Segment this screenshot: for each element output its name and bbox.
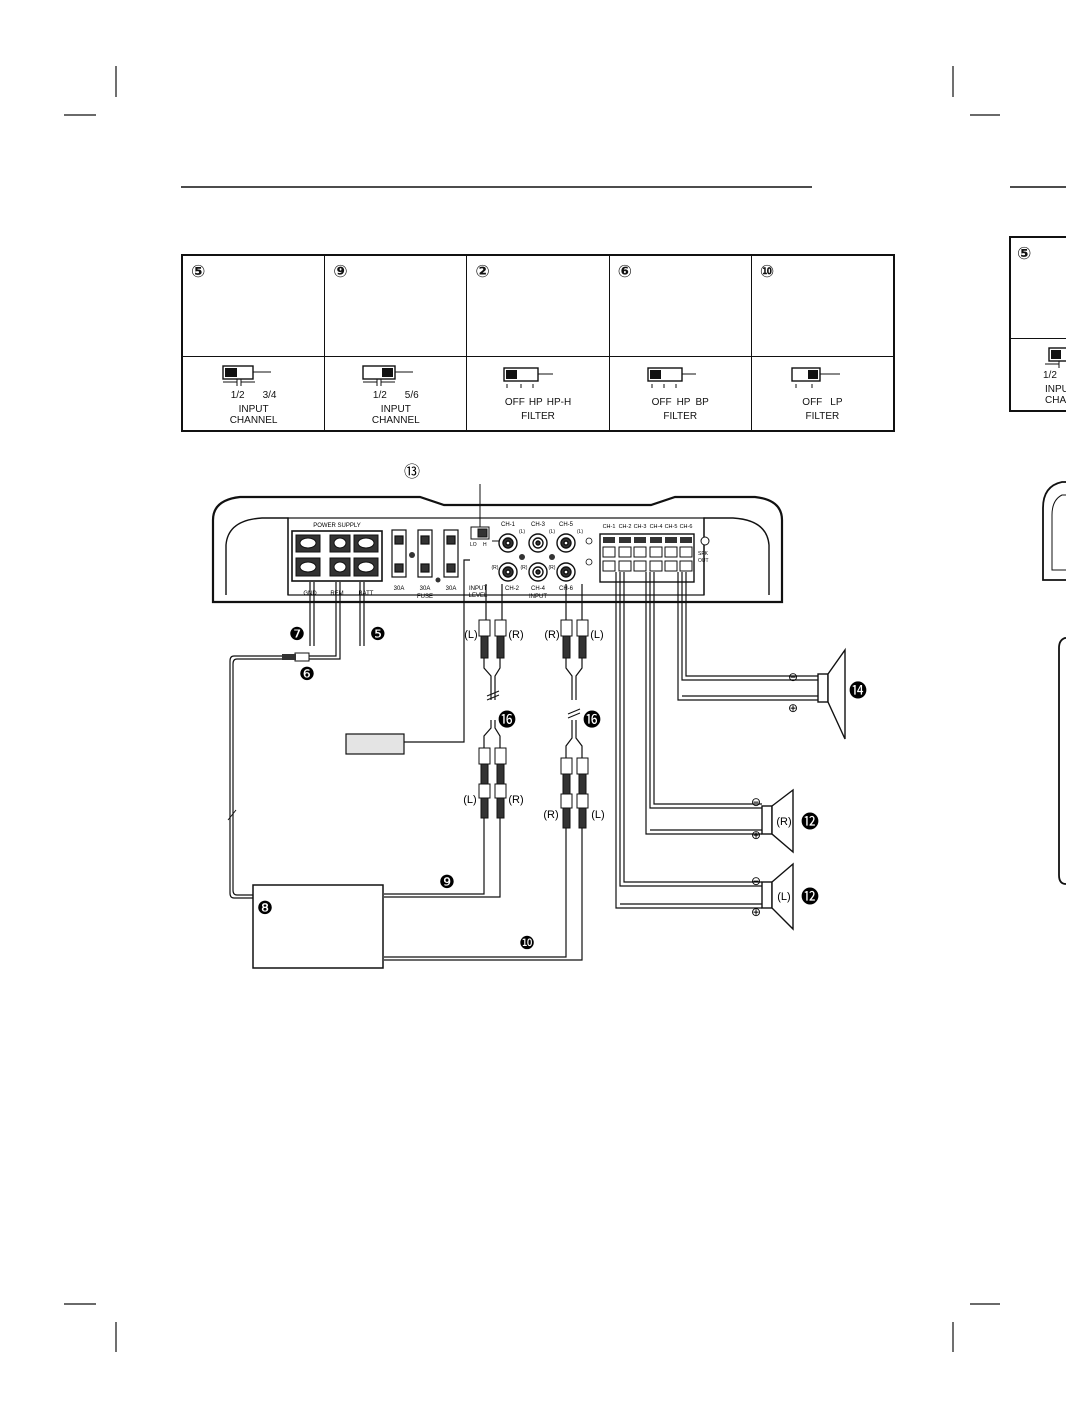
switch-caption: FILTER [521,411,555,422]
callout-14: ⓮ [849,681,867,701]
panel-number: ⑥ [617,262,633,281]
input-channel-label: CH-1 [501,522,516,528]
option-label: 5/6 [404,390,419,401]
remote-level-controller [345,733,405,755]
power-supply-label: POWER SUPPLY [313,523,361,529]
input-side-label: (R) [549,565,556,571]
callout-12: ⓬ [801,887,819,907]
input-side-label: (R) [492,565,499,571]
panel-number: ② [475,262,490,281]
speaker-channel-label: CH-6 [680,524,693,530]
level-mark: LO [470,542,477,548]
input-side-label: (L) [549,529,555,535]
rca-label: (R) [508,629,523,641]
option-label: OFF [802,397,823,408]
input-side-label: (L) [577,529,583,535]
slide-switch-icon [362,365,414,386]
switch-caption: INPUT CHANNEL [371,404,420,426]
callout-13: ⑬ [404,463,420,481]
option-label: 1/2 [372,390,387,401]
fuse-value: 30A [420,586,431,592]
input-channel-label: CH-2 [505,586,520,592]
option-label: 1/2 [230,390,245,401]
rca-label: (L) [464,629,477,641]
input-side-label: (R) [521,565,528,571]
speaker-side-label: (L) [777,891,790,903]
input-channel-label: CH-3 [531,522,546,528]
input-side-label: (L) [519,529,525,535]
head-unit-box [252,884,384,969]
switch-panel-input-channel-34: ⑤ 1/2 3/4 INPUT CHANNEL [183,256,326,430]
fuse-value: 30A [446,586,457,592]
option-label: HP [676,397,691,408]
panel-number: ⑤ [1017,244,1032,263]
slide-switch-icon [222,365,271,386]
option-label: LP [830,397,843,408]
slide-switch-icon [791,367,840,388]
callout-16: ⓰ [498,710,516,730]
switch-settings-table: ⑤ 1/2 3/4 INPUT CHANNEL ⑨ 1/2 5/6 INPUT CH… [181,254,895,432]
switch-caption: FILTER [805,411,840,422]
option-label: HP-H [546,397,572,408]
callout-10: ❿ [519,933,535,953]
fuse-label: FUSE [417,594,433,600]
polarity-symbol: ⊕ [751,828,761,842]
rca-label: (R) [508,794,523,806]
terminal-label: BATT [359,591,374,597]
switch-caption: INPUT CHANNEL [229,404,278,426]
level-mark: H [483,542,487,548]
option-label: BP [695,397,709,408]
input-channel-label: CH-4 [531,586,546,592]
input-label: INPUT [529,594,547,600]
slide-switch-icon [503,367,554,388]
speaker-side-label: (R) [776,816,791,828]
option-label: HP [528,397,543,408]
panel-number: ⑤ [191,262,206,281]
callout-7: ❼ [289,624,305,644]
panel-number: ⑩ [759,262,775,281]
rca-label: (L) [590,629,603,641]
speaker-channel-label: CH-2 [619,524,632,530]
polarity-symbol: ⊕ [751,905,761,919]
callout-6: ❻ [299,664,315,684]
speaker-channel-label: CH-1 [603,524,616,530]
callout-16: ⓰ [583,710,601,730]
callout-8: ❽ [257,898,273,918]
option-label: OFF [651,397,672,408]
switch-caption: FILTER [663,411,698,422]
switch-panel-filter-lp: ⑩ OFF LP FILTER [751,256,894,430]
terminal-label: REM [330,591,343,597]
slide-switch-icon [646,367,696,388]
rca-label: (R) [544,629,559,641]
panel-number: ⑨ [333,262,348,281]
fuse-value: 30A [394,586,405,592]
polarity-symbol: ⊖ [751,795,761,809]
option-label: OFF [504,397,525,408]
option-label: 3/4 [262,390,277,401]
input-channel-label: CH-5 [559,522,574,528]
callout-5: ❺ [370,624,386,644]
callout-12: ⓬ [801,812,819,832]
slide-switch-icon [1045,347,1066,368]
speaker-channel-label: CH-4 [650,524,663,530]
polarity-symbol: ⊖ [751,874,761,888]
callout-9: ❾ [439,872,455,892]
rca-label: (L) [591,809,604,821]
rca-label: (L) [463,794,476,806]
option-label: 1/2 [1043,370,1057,381]
switch-caption: INPU CHAN [1045,384,1066,406]
switch-panel-filter-bp: ⑥ OFF HP BP FILTER [609,256,752,430]
speaker-channel-label: CH-3 [634,524,647,530]
switch-panel-input-channel-56: ⑨ 1/2 5/6 INPUT CHANNEL [325,256,468,430]
polarity-symbol: ⊕ [788,701,798,715]
adjacent-page-panel: ⑤ 1/2 INPU CHAN [1009,236,1066,412]
polarity-symbol: ⊖ [788,670,798,684]
speaker-channel-label: CH-5 [665,524,678,530]
rca-label: (R) [543,809,558,821]
